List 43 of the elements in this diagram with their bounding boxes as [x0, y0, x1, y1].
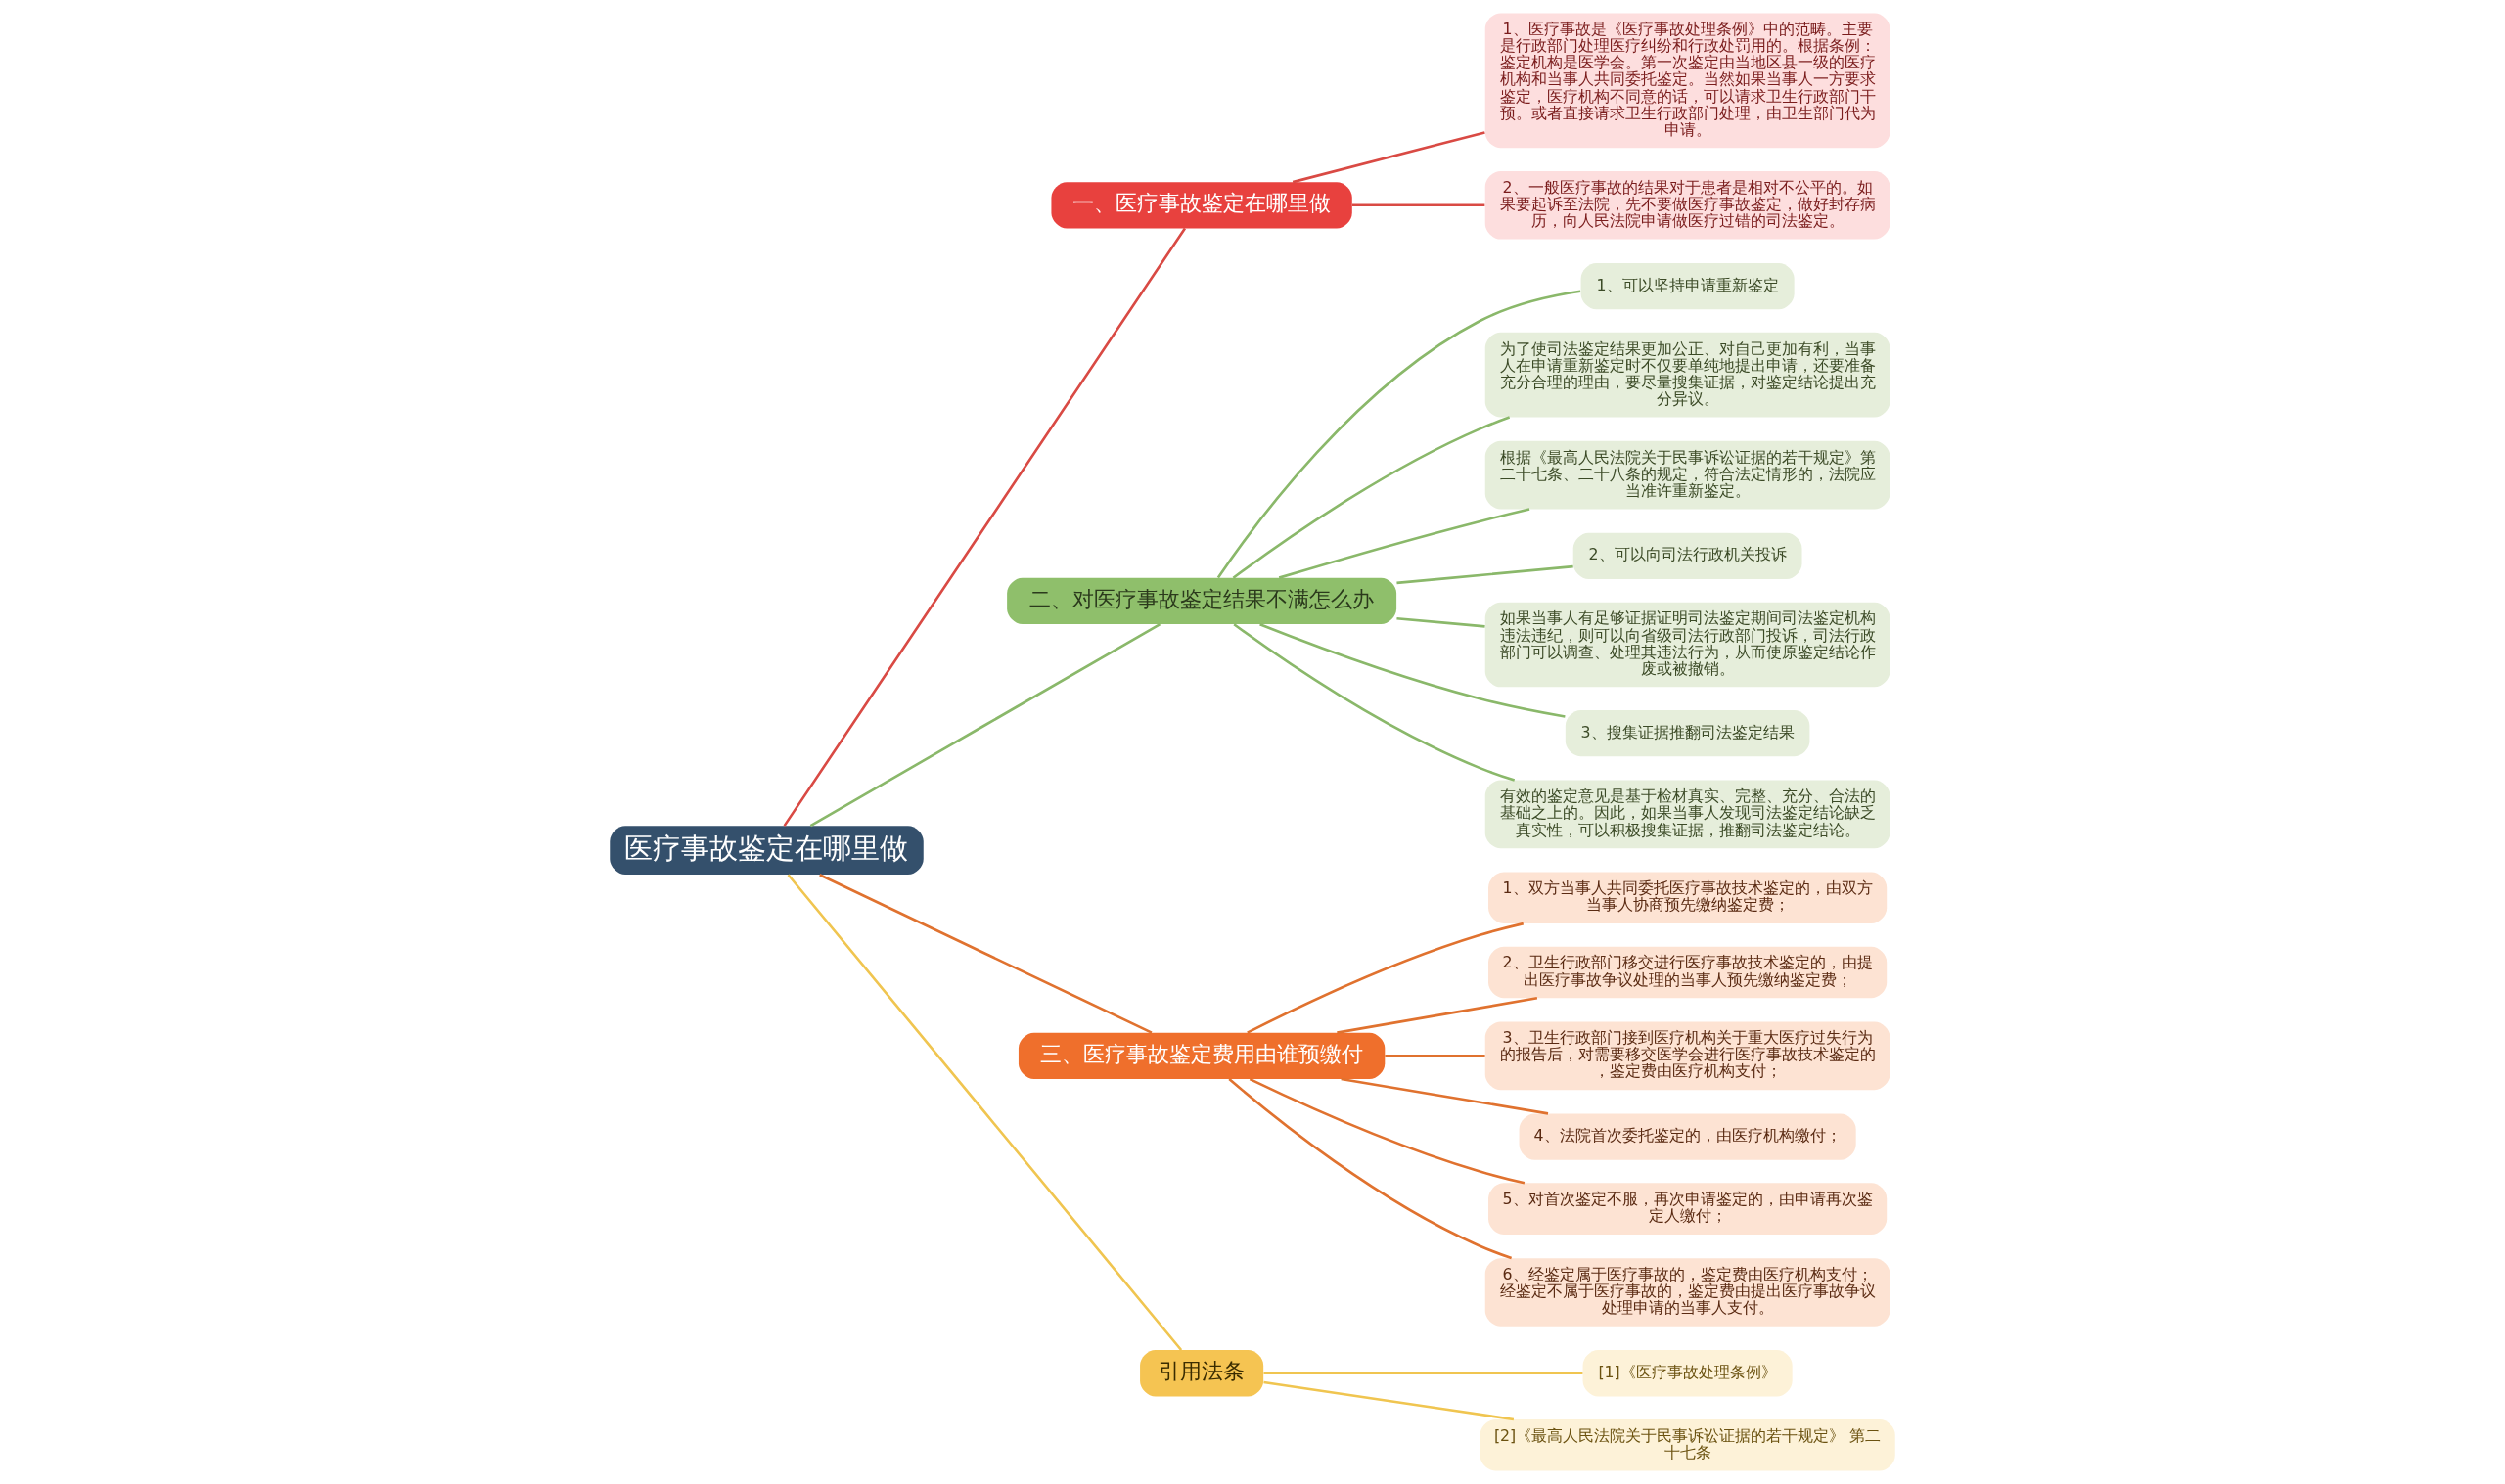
connector: [1216, 290, 1581, 579]
connector: [1263, 1372, 1583, 1375]
connector: [1396, 616, 1485, 628]
node-box: 1、双方当事人共同委托医疗事故技术鉴定的，由双方当事人协商预先缴纳鉴定费；: [1488, 872, 1888, 924]
connector: [1292, 131, 1485, 184]
connector: [1259, 622, 1566, 718]
node-box: 2、可以向司法行政机关投诉: [1572, 532, 1802, 579]
node-box: 医疗事故鉴定在哪里做: [610, 826, 924, 876]
node-box: 3、搜集证据推翻司法鉴定结果: [1565, 710, 1810, 757]
node-box: 如果当事人有足够证据证明司法鉴定期间司法鉴定机构违法违纪，则可以向省级司法行政部门投诉，司法行政部门可以调查、处理其违法行为，从而使原鉴定结论作废或被撤销。: [1484, 602, 1890, 688]
node-box: [2]《最高人民法院关于民事诉讼证据的若干规定》 第二十七条: [1480, 1419, 1895, 1471]
connector: [819, 874, 1153, 1034]
node-box: 一、医疗事故鉴定在哪里做: [1051, 182, 1352, 229]
connector: [1249, 1077, 1526, 1185]
node-box: 二、对医疗事故鉴定结果不满怎么办: [1007, 577, 1397, 624]
connector: [1247, 922, 1525, 1034]
connector: [1352, 203, 1485, 207]
connector: [1337, 997, 1538, 1034]
node-box: 1、医疗事故是《医疗事故处理条例》中的范畴。主要是行政部门处理医疗纠纷和行政处罚用的。根据条例：鉴定机构是医学会。第一次鉴定由当地区县一级的医疗机构和当事人共同委托鉴定。当然如果当事人一方要求鉴定，医疗机构不同意的话，可以请求卫生行政部门干预。或者直接请求卫生行政部门处理，由卫生部门代为申请。: [1484, 13, 1890, 149]
connector: [783, 227, 1187, 827]
connector: [1263, 1380, 1515, 1421]
connector: [1396, 564, 1573, 585]
node-box: 引用法条: [1140, 1350, 1264, 1397]
node-box: 三、医疗事故鉴定费用由谁预缴付: [1018, 1032, 1386, 1079]
node-box: 4、法院首次委托鉴定的，由医疗机构缴付；: [1519, 1113, 1856, 1160]
connector: [1385, 1055, 1485, 1057]
node-box: 5、对首次鉴定不服，再次申请鉴定的，由申请再次鉴定人缴付；: [1488, 1183, 1888, 1235]
node-box: 根据《最高人民法院关于民事诉讼证据的若干规定》第二十七条、二十八条的规定，符合法定情形的，法院应当准许重新鉴定。: [1484, 440, 1890, 510]
node-box: 2、卫生行政部门移交进行医疗事故技术鉴定的，由提出医疗事故争议处理的当事人预先缴纳鉴定费；: [1488, 946, 1888, 999]
node-box: 6、经鉴定属于医疗事故的，鉴定费由医疗机构支付；经鉴定不属于医疗事故的，鉴定费由提出医疗事故争议处理申请的当事人支付。: [1484, 1258, 1890, 1327]
connector: [1232, 416, 1511, 579]
node-box: 3、卫生行政部门接到医疗机构关于重大医疗过失行为的报告后，对需要移交医学会进行医疗事故技术鉴定的，鉴定费由医疗机构支付；: [1484, 1021, 1890, 1091]
connector: [1278, 508, 1530, 579]
node-box: 2、一般医疗事故的结果对于患者是相对不公平的。如果要起诉至法院，先不要做医疗事故鉴定，做好封存病历，向人民法院申请做医疗过错的司法鉴定。: [1484, 171, 1890, 240]
connector: [1341, 1077, 1549, 1115]
node-box: 有效的鉴定意见是基于检材真实、完整、充分、合法的基础之上的。因此，如果当事人发现司法鉴定结论缺乏真实性，可以积极搜集证据，推翻司法鉴定结论。: [1484, 780, 1890, 849]
node-box: 1、可以坚持申请重新鉴定: [1580, 262, 1795, 310]
connector: [1233, 623, 1516, 782]
node-box: 为了使司法鉴定结果更加公正、对自己更加有利，当事人在申请重新鉴定时不仅要单纯地提出申请，还要准备充分合理的理由，要尽量搜集证据，对鉴定结论提出充分异议。: [1484, 332, 1890, 418]
connector: [787, 874, 1183, 1351]
connector: [1228, 1078, 1513, 1260]
connector: [809, 623, 1161, 828]
node-box: [1]《医疗事故处理条例》: [1582, 1350, 1793, 1397]
